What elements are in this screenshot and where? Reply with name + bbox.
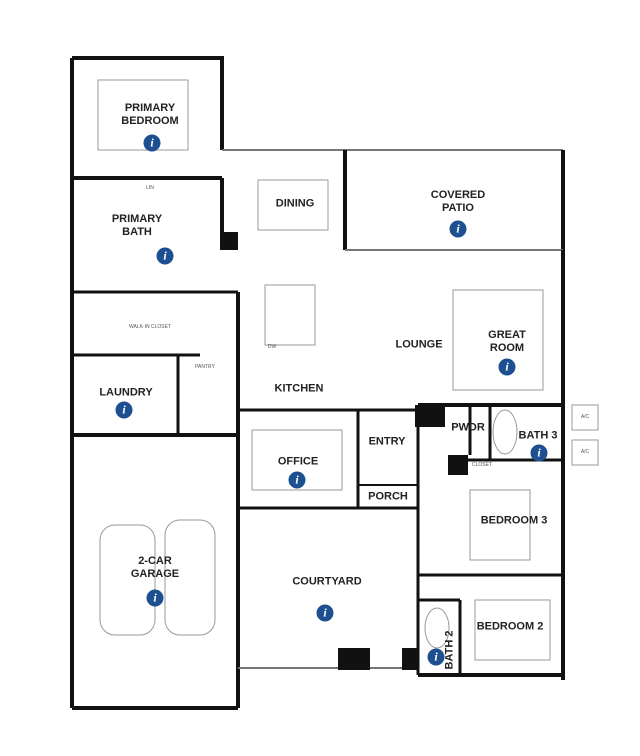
room-bedroom2: BEDROOM 2 xyxy=(476,620,544,633)
note-ac-2: A/C xyxy=(580,449,590,455)
room-garage: 2-CAR GARAGE xyxy=(130,555,180,580)
info-icon-laundry[interactable]: i xyxy=(115,401,133,419)
info-icon-primary-bedroom[interactable]: i xyxy=(143,134,161,152)
room-bedroom3: BEDROOM 3 xyxy=(480,514,548,527)
room-office: OFFICE xyxy=(277,455,319,468)
room-pwdr: PWDR xyxy=(451,421,485,434)
room-primary-bedroom: PRIMARY BEDROOM xyxy=(121,102,179,127)
room-laundry: LAUNDRY xyxy=(99,386,153,399)
room-entry: ENTRY xyxy=(368,435,406,448)
info-icon-office[interactable]: i xyxy=(288,471,306,489)
furniture xyxy=(97,79,599,661)
note-pantry: PANTRY xyxy=(195,364,215,370)
info-icon-bath3[interactable]: i xyxy=(530,444,548,462)
walls xyxy=(70,56,565,710)
room-lounge: LOUNGE xyxy=(395,338,443,351)
room-bath2: BATH 2 xyxy=(443,630,456,670)
room-primary-bath: PRIMARY BATH xyxy=(111,213,163,238)
room-bath3: BATH 3 xyxy=(518,429,558,442)
room-great-room: GREAT ROOM xyxy=(488,329,526,354)
info-icon-covered-patio[interactable]: i xyxy=(449,220,467,238)
note-walk-in-closet: WALK-IN CLOSET xyxy=(128,324,172,330)
note-lin: LIN xyxy=(146,185,154,191)
room-covered-patio: COVERED PATIO xyxy=(430,189,486,214)
room-porch: PORCH xyxy=(368,490,408,503)
wall-blocks xyxy=(222,232,468,670)
room-courtyard: COURTYARD xyxy=(292,575,362,588)
room-kitchen: KITCHEN xyxy=(274,382,324,395)
room-dining: DINING xyxy=(275,197,315,210)
note-dw: DW xyxy=(267,344,277,350)
info-icon-garage[interactable]: i xyxy=(146,589,164,607)
note-ac-1: A/C xyxy=(580,414,590,420)
note-closet: CLOSET xyxy=(471,462,493,468)
info-icon-great-room[interactable]: i xyxy=(498,358,516,376)
info-icon-primary-bath[interactable]: i xyxy=(156,247,174,265)
info-icon-bath2[interactable]: i xyxy=(427,648,445,666)
info-icon-courtyard[interactable]: i xyxy=(316,604,334,622)
